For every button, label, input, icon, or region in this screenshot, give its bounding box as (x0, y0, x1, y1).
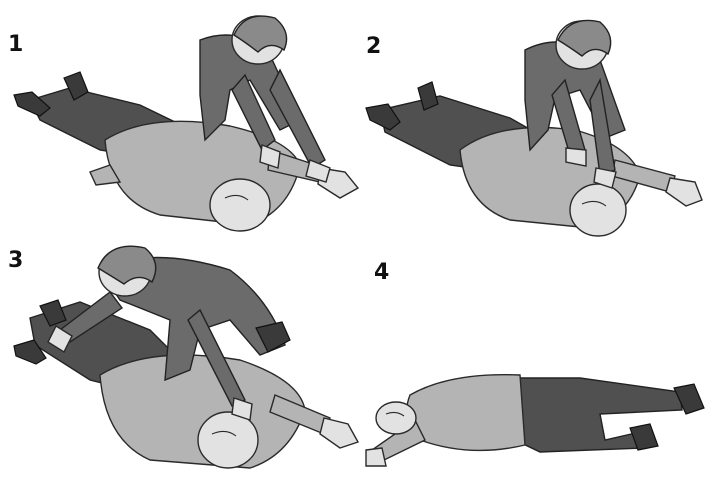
patient-hand (320, 418, 358, 448)
panel-step-4 (366, 375, 704, 466)
patient-head (570, 184, 626, 236)
patient-head (210, 179, 270, 231)
patient-hand (666, 178, 702, 206)
patient-hand (366, 448, 386, 466)
panel-step-3 (14, 246, 358, 468)
panel-step-1 (14, 16, 358, 231)
panel-step-2 (366, 20, 702, 236)
rescuer-hand (566, 148, 586, 166)
patient-head (376, 402, 416, 434)
patient-legs (515, 378, 682, 452)
